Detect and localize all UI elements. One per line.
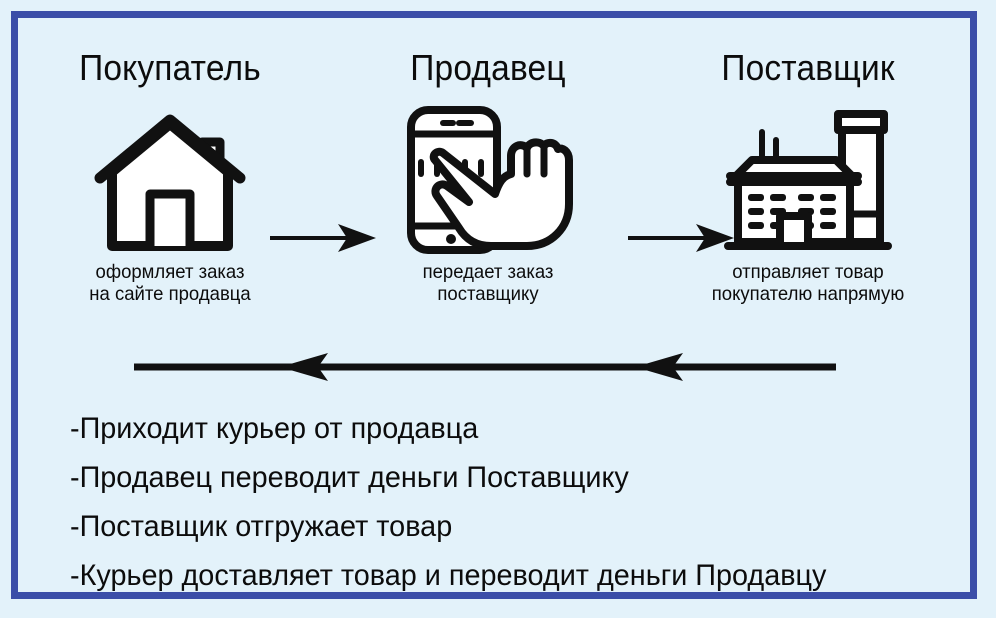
- actor-supplier-caption: отправляет товар покупателю напрямую: [711, 261, 905, 305]
- list-item: -Продавец переводит деньги Поставщику: [70, 461, 629, 494]
- actor-supplier-title: Поставщик: [721, 47, 895, 88]
- list-item: -Курьер доставляет товар и переводит ден…: [70, 559, 827, 592]
- list-item: -Приходит курьер от продавца: [70, 412, 479, 445]
- factory-icon: [658, 106, 958, 256]
- list-item: -Поставщик отгружает товар: [70, 510, 453, 543]
- actor-supplier: Поставщик: [658, 50, 958, 306]
- smartphone-tap-icon: [338, 106, 638, 256]
- arrow-buyer-to-seller: [268, 218, 378, 258]
- arrow-seller-to-supplier: [626, 218, 736, 258]
- return-arrow-supplier-to-buyer: [130, 352, 840, 382]
- actor-seller: Продавец: [338, 50, 638, 306]
- bullet-list: -Приходит курьер от продавца -Продавец п…: [70, 414, 950, 591]
- actor-buyer-caption: оформляет заказ на сайте продавца: [89, 261, 251, 305]
- actor-seller-caption: передает заказ поставщику: [422, 261, 554, 305]
- actor-buyer: Покупатель оформляет заказ на сайте прод…: [20, 50, 320, 306]
- actors-row: Покупатель оформляет заказ на сайте прод…: [18, 50, 958, 360]
- house-icon: [20, 106, 320, 256]
- actor-seller-title: Продавец: [410, 47, 566, 88]
- actor-buyer-title: Покупатель: [79, 47, 261, 88]
- infographic-border-frame: [11, 11, 977, 599]
